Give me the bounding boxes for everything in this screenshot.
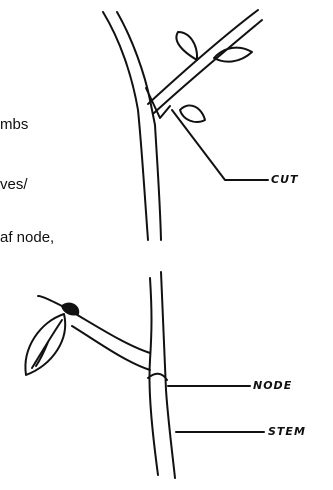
top-stem-left-edge [102,11,149,241]
leaf-bottom-vein-2 [35,341,49,367]
cut-stub [145,87,171,119]
text-fragment-1: mbs [0,116,29,133]
leaf-top-1 [175,31,199,61]
cut-label: CUT [271,173,299,186]
text-fragment-3: af node, [0,229,55,246]
node-label: NODE [253,379,293,392]
top-branch-upper-edge [147,9,259,105]
stem-label: STEM [268,425,306,438]
leaf-top-2 [213,46,253,63]
bud [61,302,80,316]
bottom-branch-upper-edge [37,295,151,354]
top-branch-lower-edge [153,19,263,114]
text-fragment-2: ves/ [0,176,28,193]
node-swelling [147,372,168,381]
bottom-stem-left-edge [148,277,159,476]
cut-leader-line [171,109,269,181]
bottom-branch-lower-edge [71,325,151,371]
bottom-stem-right-edge [160,271,176,479]
top-stem-drawing [102,9,269,241]
leaf-bottom [24,313,67,376]
top-stem-right-edge [116,11,162,241]
leaf-top-3 [179,104,206,123]
bottom-stem-drawing [24,271,265,479]
